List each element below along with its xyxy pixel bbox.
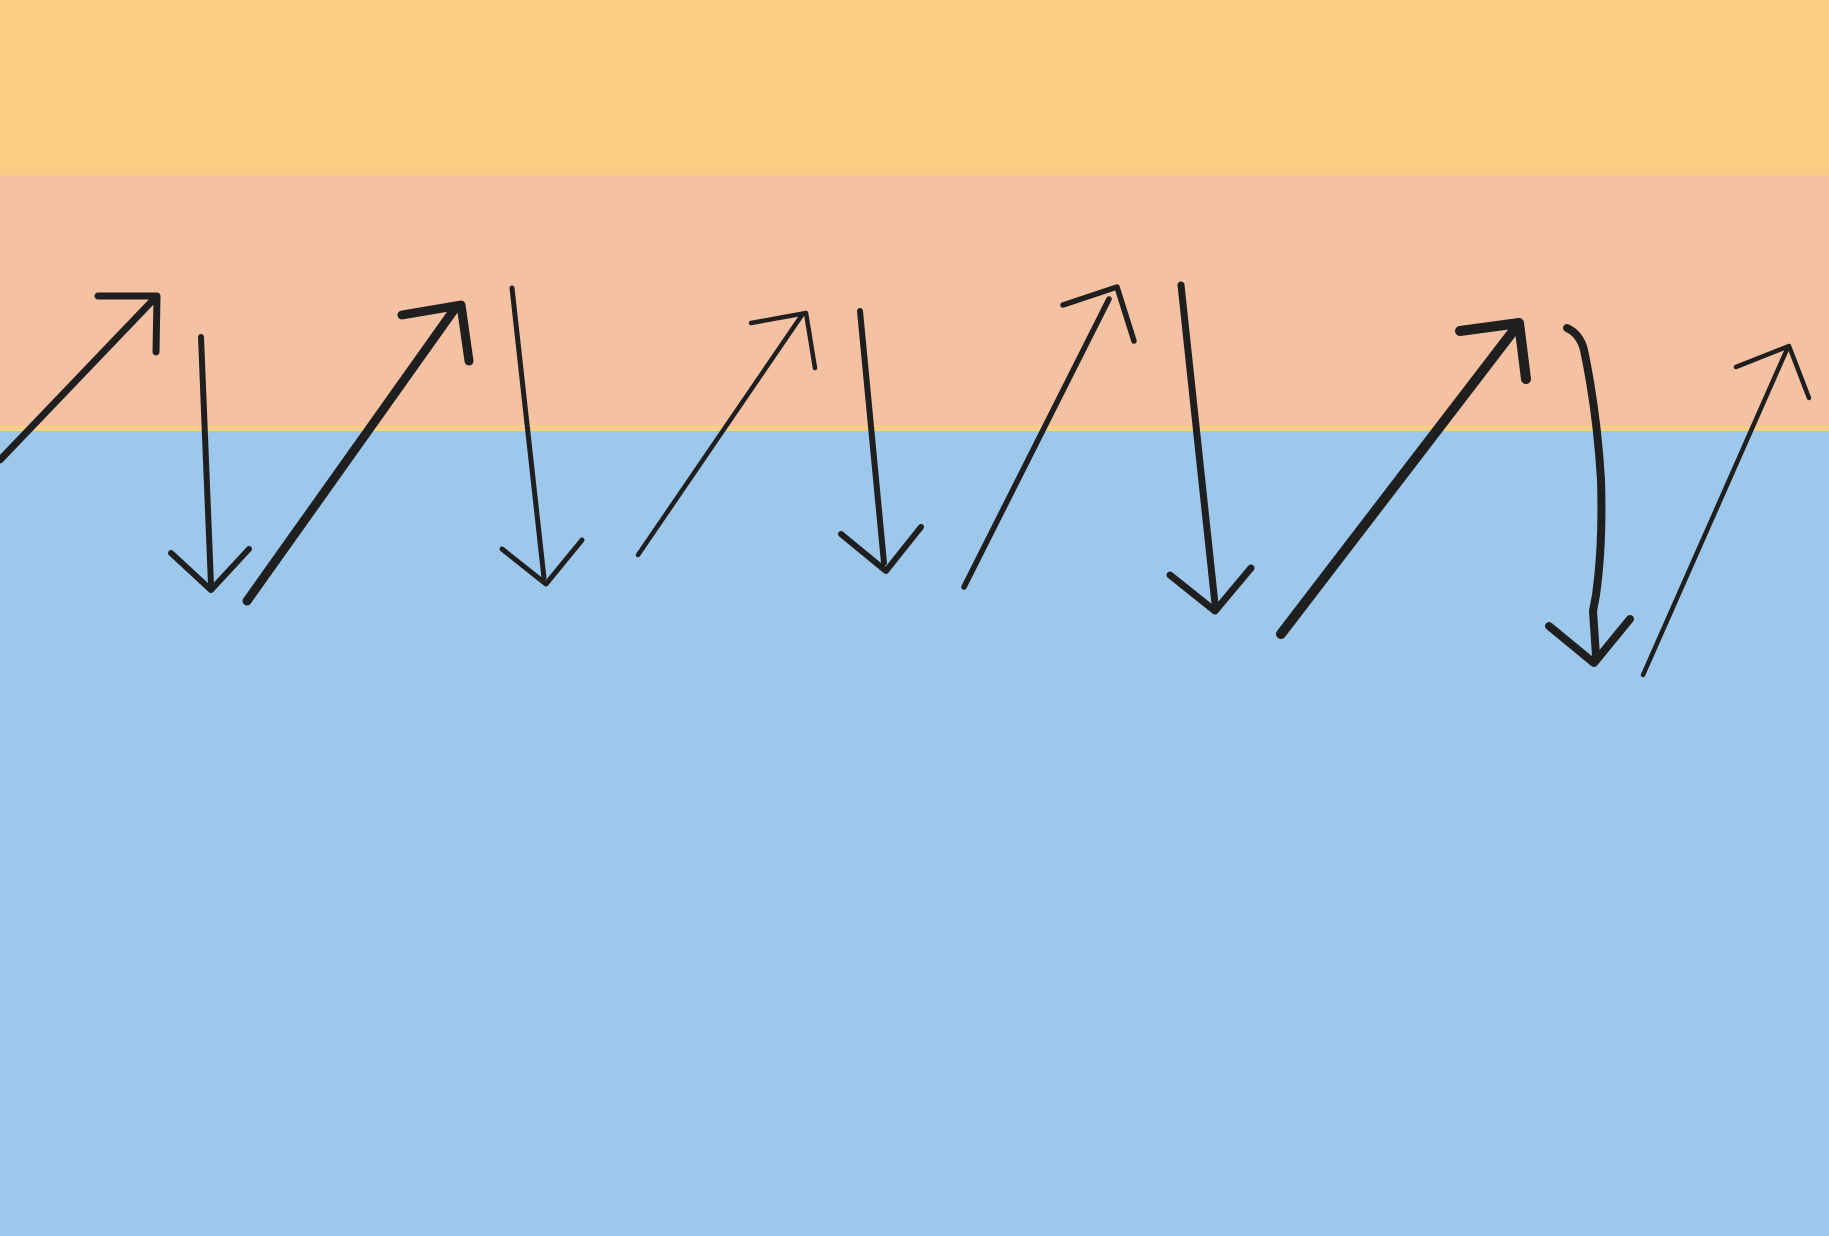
arrow-shaft: [0, 294, 159, 464]
arrow-down-2: [168, 334, 252, 593]
arrow-shaft: [857, 308, 887, 566]
arrow-shaft: [198, 334, 214, 588]
arrow-down-4: [499, 285, 585, 587]
arrow-shaft: [509, 285, 547, 581]
arrow-down-6: [838, 308, 924, 574]
arrow-up-right-1: [0, 292, 161, 464]
arrow-head: [168, 546, 252, 593]
arrow-head: [397, 300, 474, 366]
arrow-up-right-3: [242, 300, 474, 606]
arrow-down-8: [1166, 281, 1255, 615]
arrow-shaft: [961, 296, 1112, 590]
arrow-shaft: [1640, 344, 1791, 678]
arrow-shaft: [1276, 325, 1519, 639]
arrow-down-curved-10: [1545, 324, 1634, 667]
arrow-shaft: [242, 302, 461, 606]
arrow-head: [1733, 343, 1812, 401]
arrow-head: [1545, 615, 1634, 667]
arrow-up-right-11: [1640, 343, 1812, 678]
arrow-head: [1060, 284, 1137, 344]
arrow-head: [748, 310, 818, 371]
bottom-band: [0, 431, 1829, 1236]
arrow-head: [499, 537, 585, 587]
arrow-up-right-7: [961, 284, 1137, 590]
band-separator-line: [0, 426, 1829, 431]
arrow-head: [94, 292, 161, 356]
top-band: [0, 0, 1829, 175]
arrow-shaft: [1177, 281, 1219, 608]
arrow-head: [1166, 564, 1255, 615]
middle-band: [0, 175, 1829, 426]
arrow-head: [838, 524, 924, 574]
arrow-up-right-5: [635, 310, 818, 558]
arrow-up-right-9: [1276, 318, 1531, 639]
arrow-head: [1455, 318, 1531, 384]
arrow-shaft: [635, 312, 805, 558]
arrow-shaft: [1563, 324, 1606, 660]
